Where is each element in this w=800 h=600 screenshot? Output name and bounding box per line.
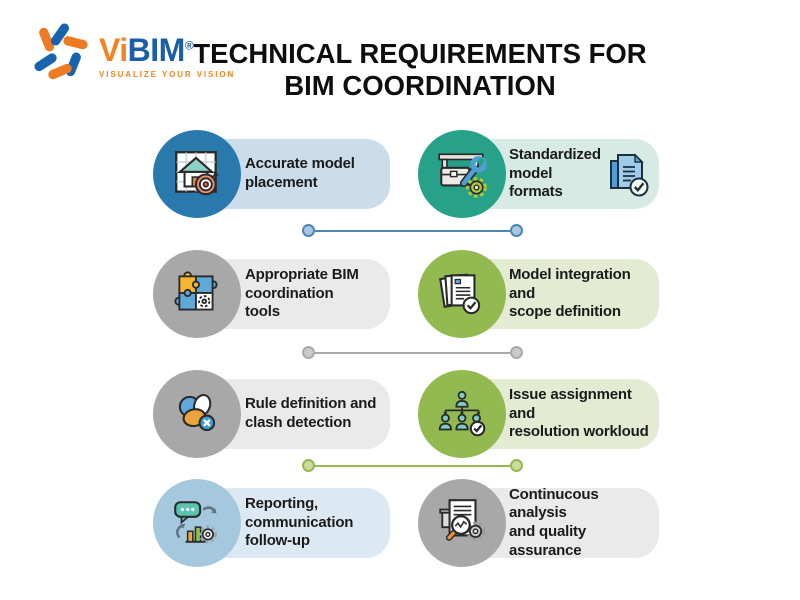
connector-dot (510, 459, 523, 472)
connector-dot (510, 346, 523, 359)
brand-name: ViBIM® (99, 34, 235, 66)
brand-tagline: VISUALIZE YOUR VISION (99, 70, 236, 79)
vibim-logo-icon (34, 23, 88, 80)
connector-dot (302, 224, 315, 237)
clash-shapes-x-icon (178, 393, 216, 432)
accurate-model-placement-circle (153, 130, 241, 218)
connector-dot (302, 346, 315, 359)
issue-assignment-label: Issue assignment and resolution workloud (509, 386, 649, 441)
connector-dot (510, 224, 523, 237)
model-integration-circle (418, 250, 506, 338)
issue-assignment-circle (418, 370, 506, 458)
vibim-logo-text: ViBIM® VISUALIZE YOUR VISION (99, 34, 235, 79)
page-title: TECHNICAL REQUIREMENTS FOR BIM COORDINAT… (193, 38, 647, 101)
document-magnifier-gear-icon (439, 499, 486, 541)
documents-stack-check-icon (439, 273, 481, 315)
connector-row2-row3 (302, 346, 523, 359)
clash-detection-circle (153, 370, 241, 458)
clash-detection-label: Rule definition and clash detection (245, 395, 377, 431)
brand-bim: BIM (127, 32, 186, 68)
documents-check-badge-icon (610, 153, 649, 197)
continuous-analysis-label: Continucous analysis and quality assuran… (509, 485, 599, 559)
vibim-logo: ViBIM® VISUALIZE YOUR VISION (26, 22, 235, 84)
model-integration-label: Model integration and scope definition (509, 266, 631, 321)
reporting-label: Reporting, communication follow-up (245, 495, 354, 550)
connector-line (315, 229, 510, 232)
connector-line (315, 351, 510, 354)
registered-mark: ® (184, 38, 194, 53)
continuous-analysis-pill: Continucous analysis and quality assuran… (437, 485, 659, 559)
bim-tools-circle (153, 250, 241, 338)
connector-line (315, 464, 510, 467)
org-chart-check-icon (438, 390, 486, 437)
brand-vi: Vi (99, 32, 128, 68)
accurate-model-placement-label: Accurate model placement (245, 155, 355, 191)
bim-tools-label: Appropriate BIM coordination tools (245, 266, 359, 321)
toolbox-wrench-gear-icon (438, 153, 487, 198)
connector-row3-row4 (302, 459, 523, 472)
reporting-circle (153, 479, 241, 567)
connector-row1-row2 (302, 224, 523, 237)
puzzle-pieces-icon (174, 271, 218, 311)
chat-chart-sync-icon (174, 501, 217, 544)
house-target-icon (175, 151, 219, 196)
connector-dot (302, 459, 315, 472)
continuous-analysis-circle (418, 479, 506, 567)
standardized-model-formats-circle (418, 130, 506, 218)
standardized-model-formats-label: Standardized model formats (509, 146, 601, 201)
